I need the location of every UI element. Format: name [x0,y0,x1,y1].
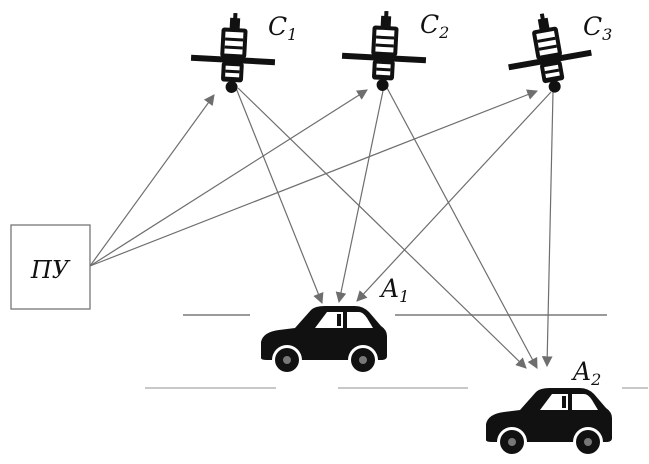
satellite-c3: C3 [500,6,612,100]
satellite-label: C2 [420,10,449,42]
vehicle-a2: A2 [486,357,612,457]
car-icon [486,388,612,457]
satellite-label: C1 [268,12,297,44]
satellite-icon [340,8,429,94]
car-icon [261,306,387,375]
satellite-c1: C1 [189,10,297,96]
downlink-arrow-c2-a1 [335,85,385,304]
uplink-arrow-c1 [89,94,215,267]
control-point-box [10,224,91,310]
satellite-c2: C2 [340,8,449,94]
downlink-arrow-c2-a2 [385,85,538,369]
vehicle-label: A2 [571,357,601,389]
uplink-arrow-c2 [89,89,368,267]
satellite-icon [189,10,278,96]
satellite-label: C3 [583,12,612,44]
control-point-label: ПУ [30,256,71,284]
downlink-arrow-c3-a2 [541,91,554,368]
uplink-arrow-c3 [89,89,539,267]
vehicle-label: A1 [379,274,409,306]
downlink-arrow-c1-a1 [235,87,324,305]
vehicle-a1: A1 [261,274,409,375]
downlink-arrow-c3-a1 [356,91,552,302]
downlink-arrow-c1-a2 [237,87,527,369]
